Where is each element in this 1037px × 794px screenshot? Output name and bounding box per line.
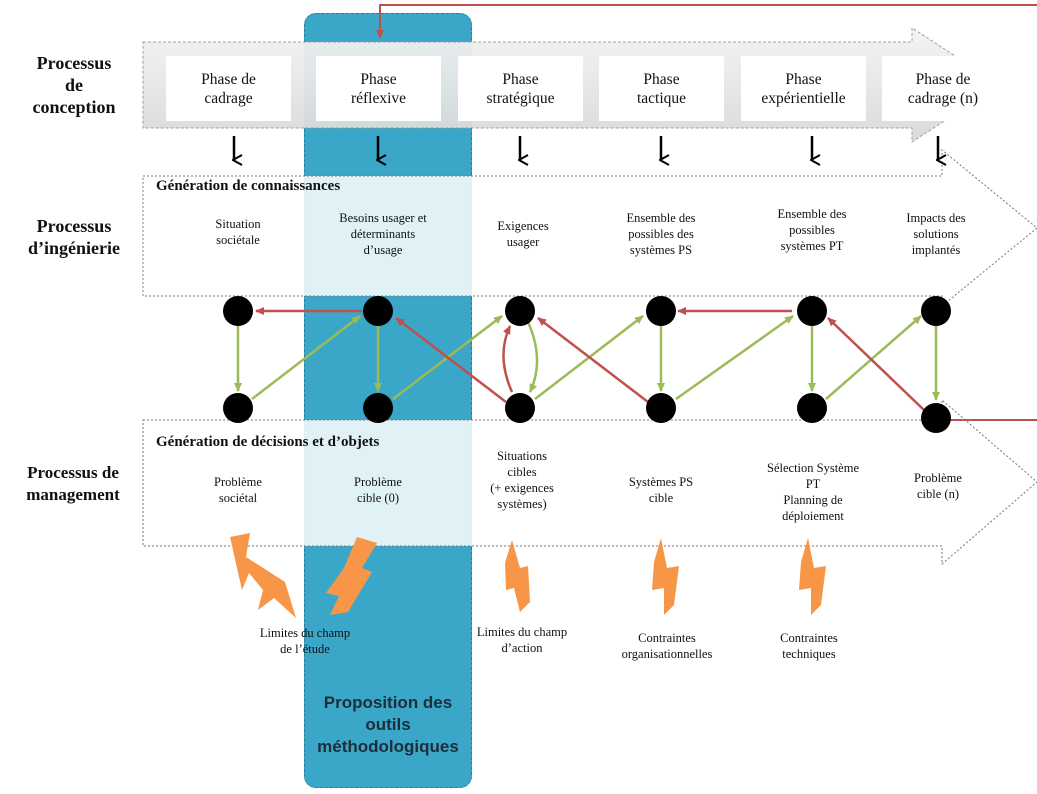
decision-node [646, 393, 676, 423]
row-label-engineering: Processus d’ingénierie [28, 216, 120, 258]
red-arrows [255, 307, 925, 411]
decision-node [223, 393, 253, 423]
decision-node [797, 393, 827, 423]
decision-node [921, 403, 951, 433]
knowledge-item: Ensemble des possibles des systèmes PS [626, 211, 696, 257]
feedback-line-top [376, 4, 1037, 39]
phase-box: Phase de cadrage [166, 56, 291, 121]
constraint-label: Contraintes organisationnelles [621, 631, 713, 661]
decisions-section-title: Génération de décisions et d’objets [156, 434, 380, 450]
knowledge-item: Exigences usager [497, 219, 549, 249]
lightning-icon [230, 533, 296, 618]
row-label-management: Processus de management [26, 463, 120, 504]
knowledge-item: Impacts des solutions implantés [906, 211, 966, 257]
management-process-arrow [142, 398, 1037, 566]
constraint-label: Limites du champ de l’étude [259, 626, 351, 656]
phase-box: Phase stratégique [458, 56, 583, 121]
decision-item: Sélection Système PT Planning de déploie… [767, 461, 859, 523]
engineering-process-arrow [142, 148, 1037, 308]
lightning-icon [505, 540, 530, 612]
decision-item: Systèmes PS cible [628, 475, 694, 505]
knowledge-node [646, 296, 676, 326]
knowledge-item: Ensemble des possibles systèmes PT [777, 207, 847, 253]
decision-item: Problème sociétal [214, 475, 262, 505]
knowledge-node [363, 296, 393, 326]
constraint-label: Limites du champ d’action [476, 625, 568, 655]
lightning-icon [799, 538, 826, 615]
phase-down-arrows [234, 136, 938, 160]
knowledge-item: Situation sociétale [215, 217, 261, 247]
decision-node [363, 393, 393, 423]
constraint-label: Contraintes techniques [780, 631, 838, 661]
knowledge-section-title: Génération de connaissances [156, 178, 341, 194]
knowledge-node [797, 296, 827, 326]
nodes [223, 296, 951, 433]
lightning-icons [230, 533, 826, 618]
lightning-icon [326, 537, 377, 615]
row-label-conception: Processus de conception [32, 53, 116, 117]
phase-box: Phase expérientielle [741, 56, 866, 121]
phase-box: Phase de cadrage (n) [882, 56, 1004, 121]
phase-box: Phase réflexive [316, 56, 441, 121]
knowledge-item: Besoins usager et déterminants d’usage [339, 211, 427, 257]
phase-box: Phase tactique [599, 56, 724, 121]
decision-node [505, 393, 535, 423]
decision-item: Problème cible (0) [354, 475, 402, 505]
methodological-tools-label: Proposition des outils méthodologiques [317, 693, 459, 756]
knowledge-node [505, 296, 535, 326]
decision-item: Problème cible (n) [914, 471, 962, 501]
decision-item: Situations cibles (+ exigences systèmes) [490, 449, 554, 511]
knowledge-node [223, 296, 253, 326]
green-arrows [234, 314, 940, 401]
knowledge-node [921, 296, 951, 326]
lightning-icon [652, 538, 679, 615]
